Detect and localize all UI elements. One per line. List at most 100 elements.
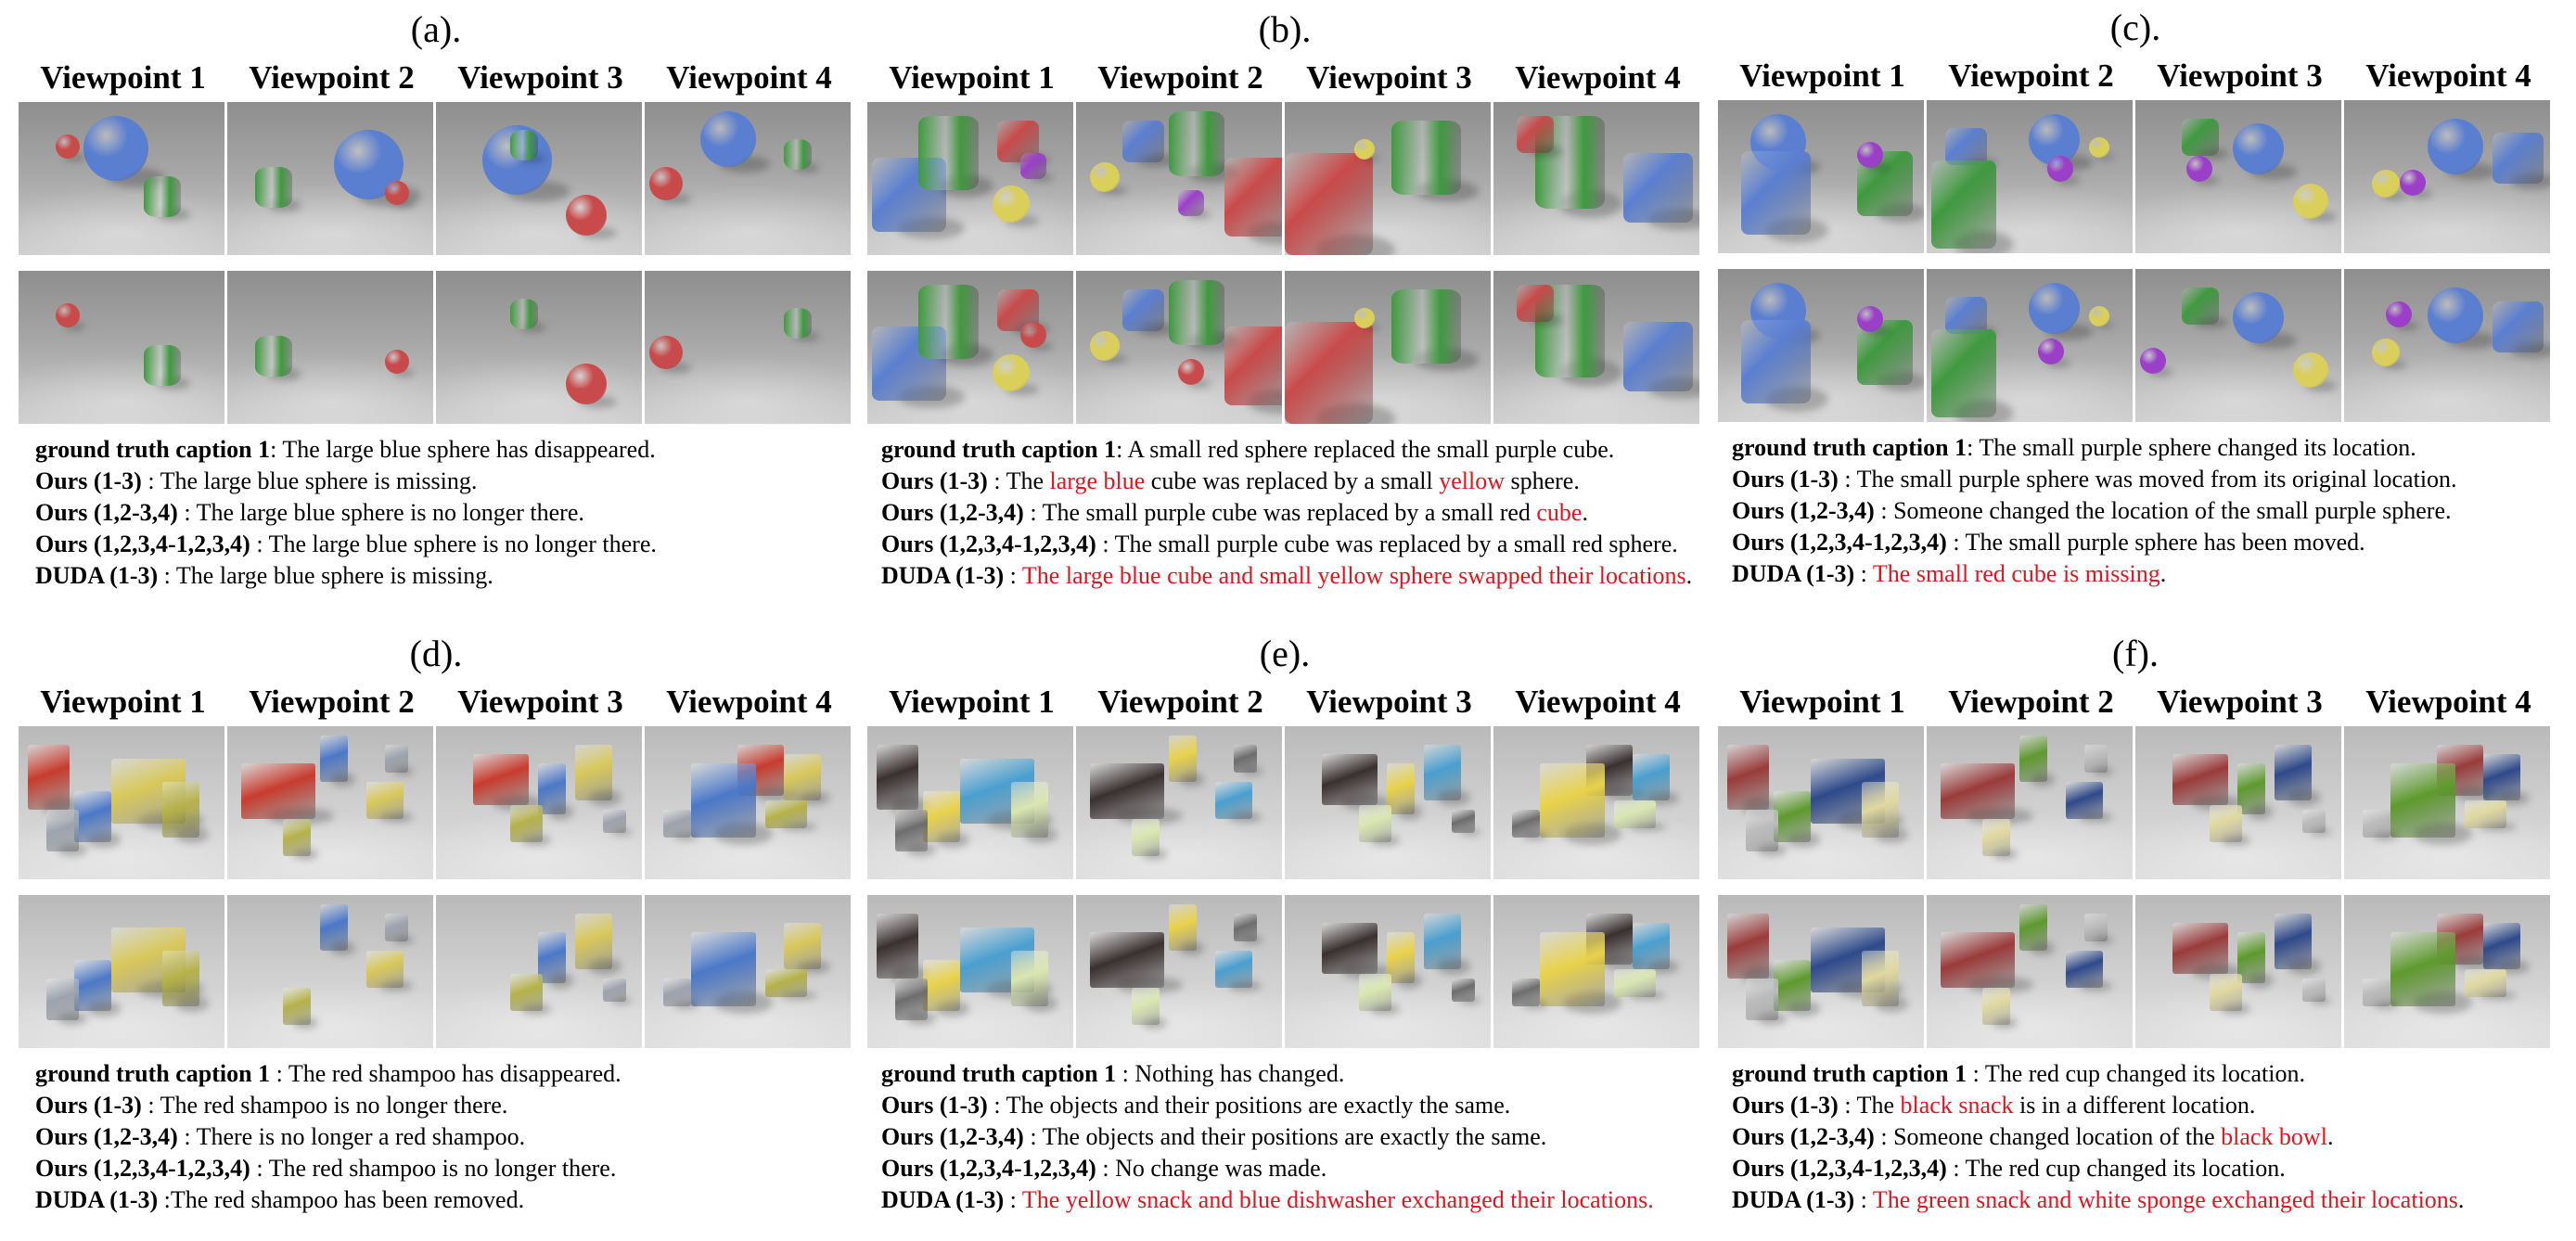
scene-object: [923, 791, 960, 842]
object-shadow: [519, 323, 545, 333]
viewpoint-label: Viewpoint 2: [249, 684, 415, 720]
viewpoint-label: Viewpoint 3: [457, 684, 623, 720]
scene-object: [765, 800, 807, 828]
caption-line: Ours (1,2-3,4) : Someone changed locatio…: [1732, 1121, 2548, 1153]
scene-object: [1540, 932, 1605, 1006]
scene-floor: [1076, 810, 1282, 879]
after-row: [867, 271, 1702, 424]
scene-object: [2428, 288, 2483, 343]
scene-object: [2084, 745, 2108, 773]
scene-object: [2390, 932, 2455, 1006]
scene-object: [1945, 128, 1987, 165]
viewpoint-label: Viewpoint 3: [1306, 684, 1472, 720]
scene-object: [2182, 288, 2219, 325]
scene-object: [74, 960, 111, 1011]
scene-floor: [1927, 810, 2133, 879]
scene-image: [1718, 895, 1924, 1048]
caption-text: is in a different location.: [2013, 1092, 2256, 1119]
scene-object: [1090, 331, 1120, 361]
viewpoint-label: Viewpoint 1: [40, 59, 206, 96]
caption-line: ground truth caption 1: A small red sphe…: [881, 434, 1698, 466]
caption-separator: :: [158, 562, 176, 589]
scene-image: [19, 102, 224, 255]
scene-object: [918, 285, 979, 359]
scene-object: [1774, 960, 1811, 1011]
scene-object: [74, 791, 111, 842]
scene-image: [1285, 726, 1491, 879]
scene-object: [1862, 782, 1899, 838]
before-row: [1718, 100, 2553, 253]
scene-object: [2372, 339, 2400, 366]
scene-object: [162, 782, 199, 838]
scene-object: [2066, 782, 2103, 819]
object-shadow: [660, 193, 691, 204]
after-row: [1718, 269, 2553, 422]
scene-object: [1931, 329, 1996, 417]
object-shadow: [2305, 211, 2338, 223]
scene-image: [1493, 102, 1699, 255]
caption-method: Ours (1,2-3,4): [35, 1123, 178, 1150]
scene-object: [2047, 156, 2073, 182]
scene-object: [366, 782, 404, 819]
scene-object: [2293, 184, 2328, 219]
viewpoint-label: Viewpoint 4: [1515, 59, 1681, 96]
scene-object: [2186, 156, 2212, 182]
scene-object: [918, 116, 979, 190]
scene-image: [19, 726, 224, 879]
scene-object: [1982, 819, 2010, 856]
scene-object: [1090, 932, 1164, 988]
scene-image: [1718, 269, 1924, 422]
scene-image: [1076, 895, 1282, 1048]
scene-image: [867, 895, 1073, 1048]
caption-line: ground truth caption 1 : The red cup cha…: [1732, 1058, 2548, 1090]
scene-object: [1391, 289, 1461, 364]
caption-separator: :: [1838, 1092, 1857, 1119]
scene-object: [877, 745, 918, 810]
caption-error-text: The small red cube is missing: [1872, 560, 2160, 587]
scene-object: [144, 345, 181, 386]
viewpoint-label: Viewpoint 1: [1739, 58, 1905, 94]
caption-text: The small purple sphere changed its loca…: [1979, 434, 2416, 461]
scene-image: [227, 102, 433, 255]
scene-floor: [1927, 979, 2133, 1048]
caption-separator: :: [141, 1092, 160, 1119]
caption-line: Ours (1,2-3,4) : Someone changed the loc…: [1732, 495, 2548, 527]
caption-separator: :: [1096, 531, 1115, 557]
scene-image: [2344, 100, 2550, 253]
caption-line: ground truth caption 1 : Nothing has cha…: [881, 1058, 1698, 1090]
scene-image: [19, 271, 224, 424]
scene-image: [645, 102, 851, 255]
scene-object: [2029, 283, 2080, 334]
scene-object: [2084, 914, 2108, 941]
scene-object: [83, 116, 148, 181]
caption-method: Ours (1-3): [1732, 1092, 1839, 1119]
caption-line: DUDA (1-3) :The red shampoo has been rem…: [35, 1184, 852, 1216]
object-shadow: [519, 154, 545, 164]
caption-separator: :: [177, 1123, 197, 1150]
scene-object: [1215, 951, 1252, 988]
object-shadow: [2046, 359, 2070, 367]
caption-line: Ours (1-3) : The red shampoo is no longe…: [35, 1090, 852, 1121]
object-shadow: [2195, 176, 2219, 185]
caption-text: The large blue sphere is no longer there…: [196, 499, 584, 526]
scene-object: [2089, 306, 2109, 326]
caption-text: No change was made.: [1115, 1155, 1327, 1182]
caption-separator: :: [270, 1060, 288, 1087]
before-row: [19, 102, 853, 255]
caption-text: The objects and their positions are exac…: [1042, 1123, 1547, 1150]
caption-method: Ours (1,2,3,4-1,2,3,4): [1732, 1155, 1947, 1182]
caption-separator: :: [1023, 1123, 1043, 1150]
scene-object: [1512, 810, 1540, 838]
scene-object: [1633, 923, 1670, 969]
scene-image: [1076, 726, 1282, 879]
caption-separator: :: [1854, 1186, 1873, 1213]
scene-object: [1512, 979, 1540, 1006]
scene-object: [2275, 914, 2312, 969]
viewpoint-label: Viewpoint 2: [1097, 59, 1263, 96]
scene-object: [1020, 322, 1046, 348]
object-shadow: [2381, 361, 2407, 369]
scene-object: [895, 810, 928, 851]
scene-object: [575, 745, 612, 800]
scene-object: [2302, 810, 2326, 833]
caption-method: Ours (1,2,3,4-1,2,3,4): [35, 531, 250, 557]
